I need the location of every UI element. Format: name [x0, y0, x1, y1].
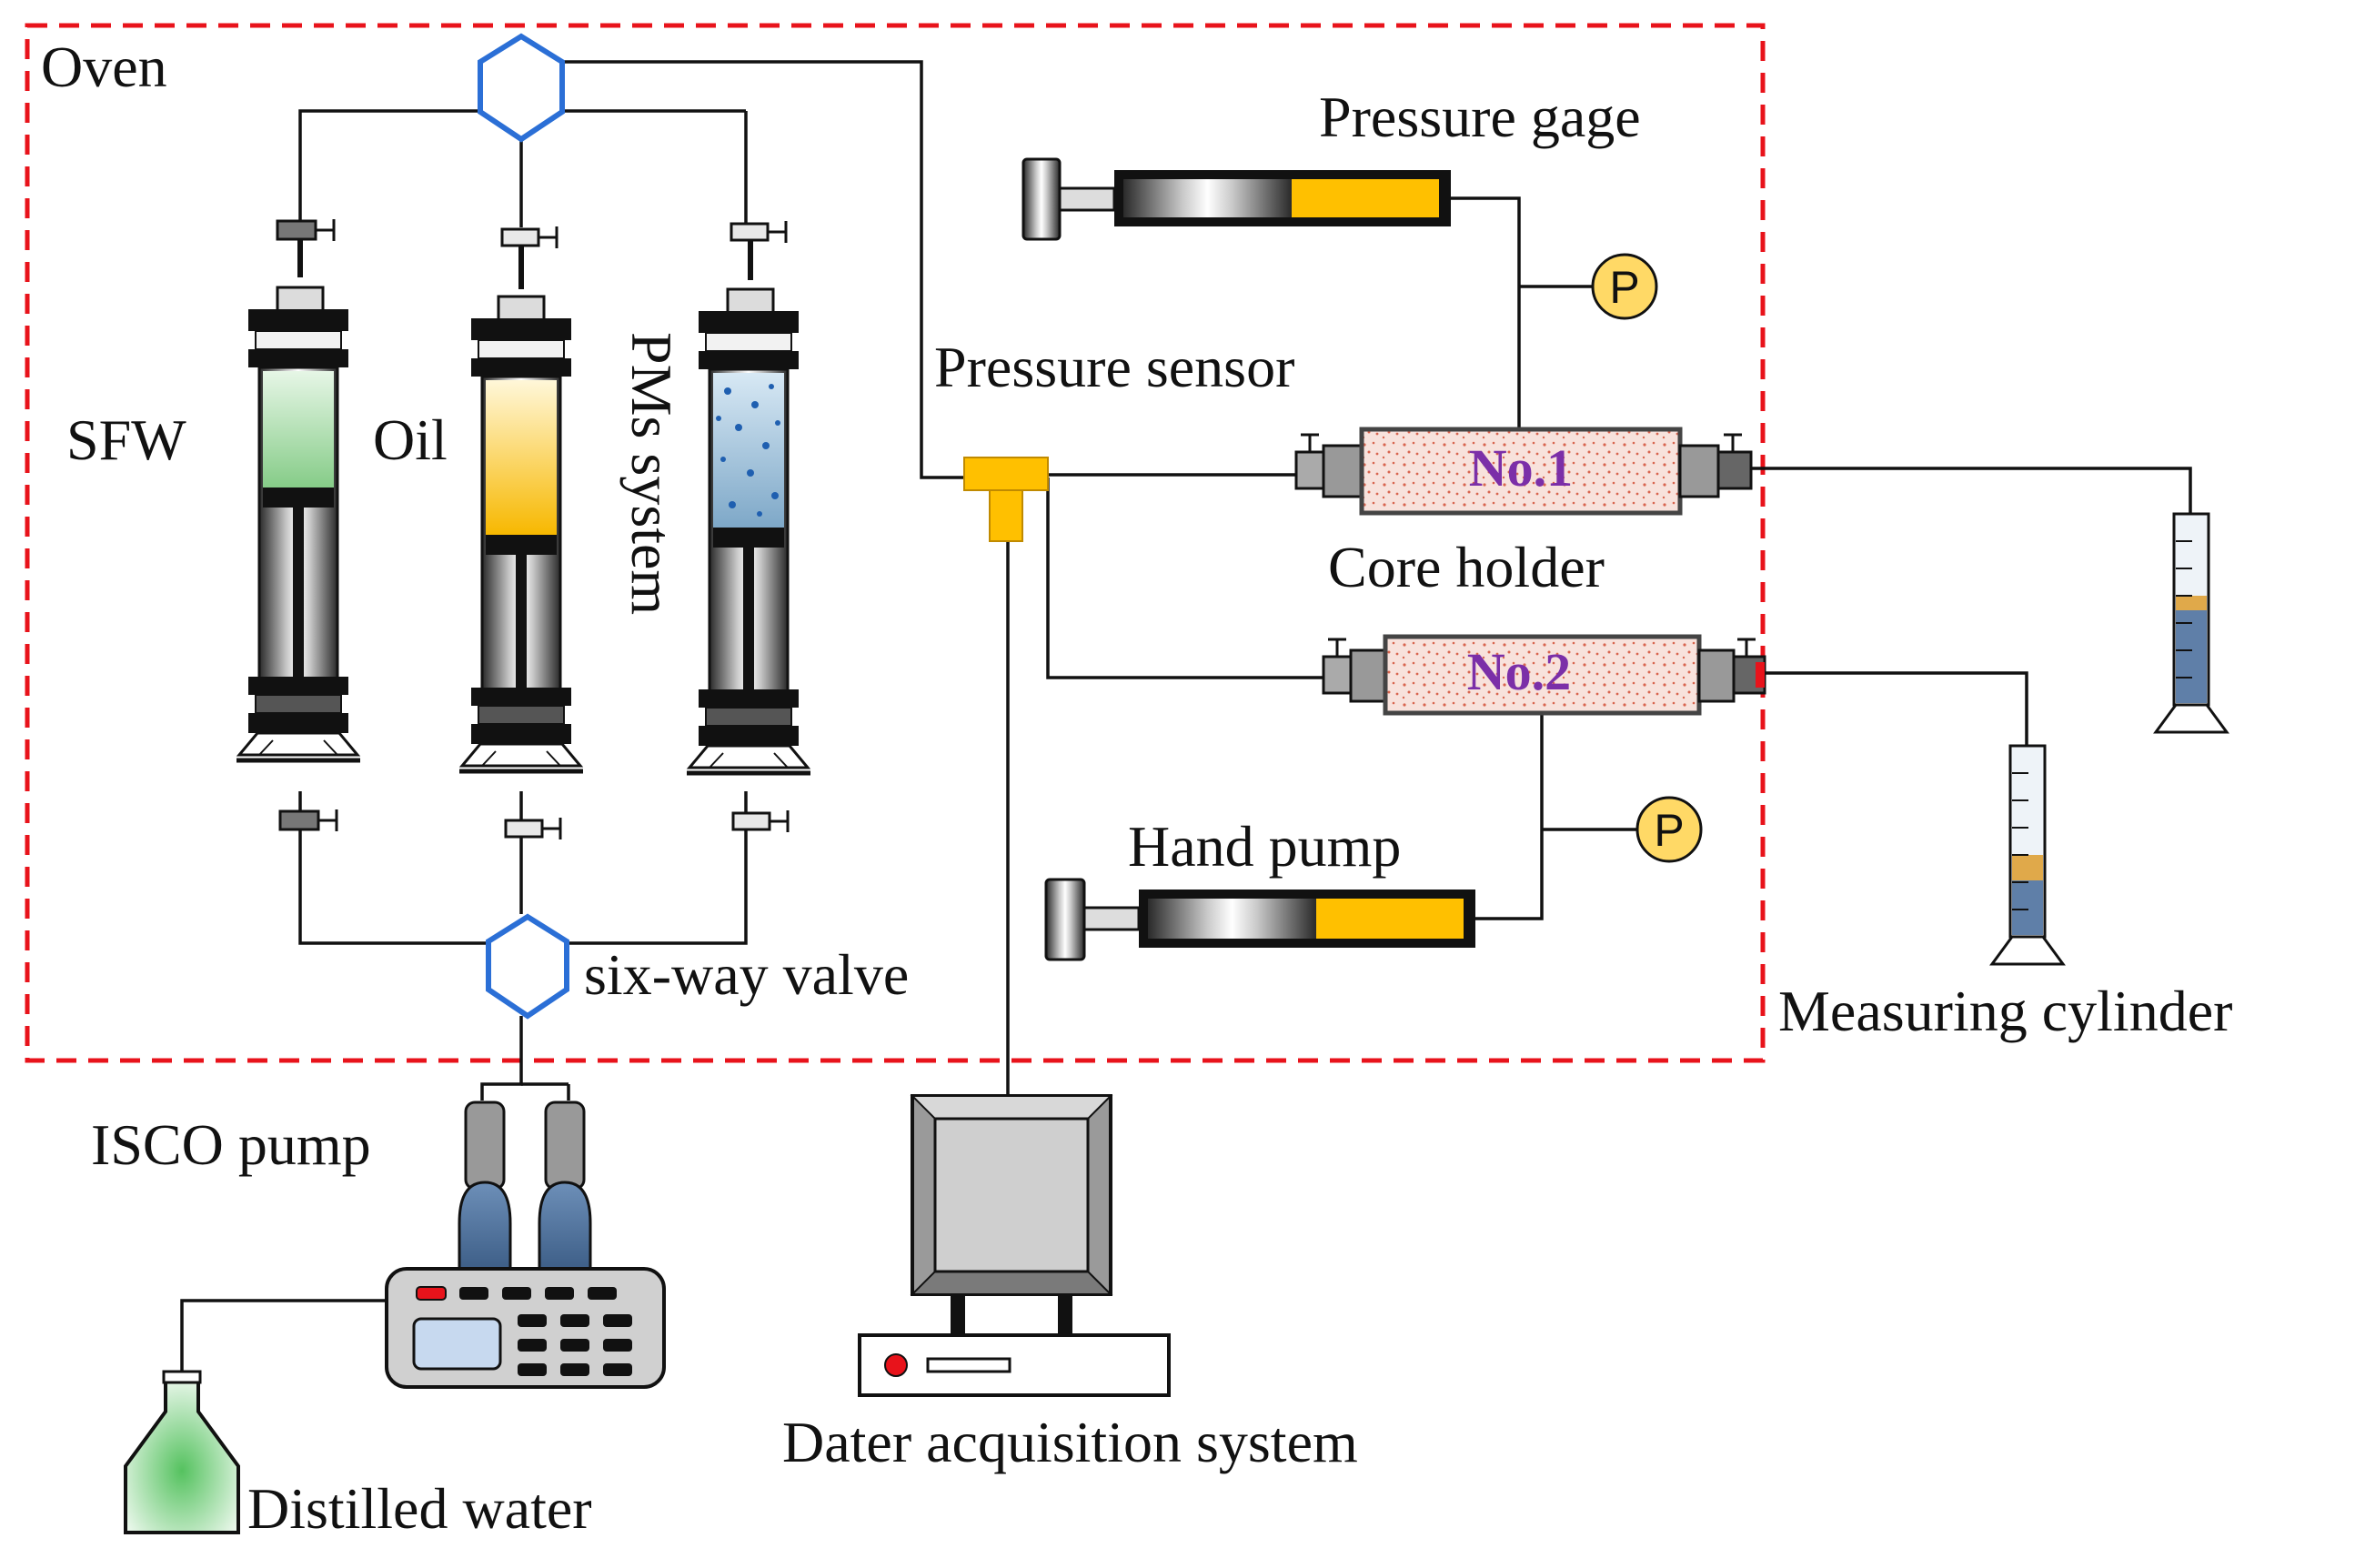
gauge-symbol-2: P — [1654, 805, 1684, 856]
pms-container — [686, 240, 811, 776]
gauge-symbol-1: P — [1609, 262, 1639, 313]
hexagon-valve-icon — [478, 33, 565, 143]
measuring-cylinder-label: Measuring cylinder — [1778, 979, 2232, 1043]
pms-particles — [716, 384, 780, 517]
bottom-six-way-valve — [486, 913, 569, 1020]
sfw-label: SFW — [66, 407, 186, 472]
sfw-container — [236, 239, 361, 763]
distilled-water-label: Distilled water — [247, 1476, 592, 1541]
pressure-gage — [1021, 157, 1451, 241]
needle-valve-oil-top — [500, 226, 559, 248]
measuring-cylinder-2 — [1989, 744, 2066, 966]
pressure-sensor — [963, 457, 1049, 542]
pressure-gauge-2: P — [1635, 796, 1703, 863]
needle-valve-oil-bottom — [504, 818, 562, 839]
pressure-sensor-label: Pressure sensor — [934, 335, 1294, 399]
isco-display — [412, 1317, 502, 1371]
core-holder-label: Core holder — [1328, 535, 1605, 599]
top-six-way-valve — [478, 33, 565, 143]
needle-valve-sfw-top — [276, 219, 336, 241]
needle-valve-sfw-bottom — [278, 809, 338, 831]
hand-pump-label: Hand pump — [1128, 814, 1401, 879]
data-acquisition-computer — [858, 1094, 1171, 1397]
hexagon-valve-icon — [486, 913, 569, 1020]
core-no2-label: No.2 — [1467, 642, 1571, 701]
hand-pump — [1044, 878, 1475, 961]
needle-valve-pms-bottom — [731, 810, 790, 832]
isco-pump-label: ISCO pump — [91, 1112, 371, 1177]
core-holder-no1: No.1 — [1294, 427, 1753, 516]
keypad — [416, 1286, 632, 1376]
piping — [180, 60, 2192, 1382]
six-way-valve-label: six-way valve — [584, 942, 909, 1007]
oven-label: Oven — [41, 35, 167, 99]
pressure-gauge-1: P — [1591, 253, 1658, 320]
core-holder-no2: No.2 — [1322, 634, 1766, 716]
needle-valves — [276, 219, 790, 839]
distilled-water-bottle — [124, 1370, 240, 1534]
oil-label: Oil — [373, 407, 448, 472]
pressure-gauge-icon — [1591, 253, 1658, 320]
core-no1-label: No.1 — [1469, 438, 1573, 498]
oil-container — [458, 246, 584, 774]
needle-valve-pms-top — [730, 221, 788, 243]
oil-fluid — [486, 380, 557, 535]
oven-boundary — [25, 23, 1766, 1063]
data-acquisition-label: Dater acquisition system — [782, 1410, 1358, 1474]
pms-system-label: PMs system — [619, 332, 684, 615]
pms-fluid — [713, 373, 784, 528]
pressure-gage-label: Pressure gage — [1319, 85, 1641, 149]
sfw-fluid — [263, 371, 334, 487]
measuring-cylinder-1 — [2153, 512, 2229, 734]
isco-pump — [385, 1101, 666, 1389]
pressure-gauge-icon — [1635, 796, 1703, 863]
